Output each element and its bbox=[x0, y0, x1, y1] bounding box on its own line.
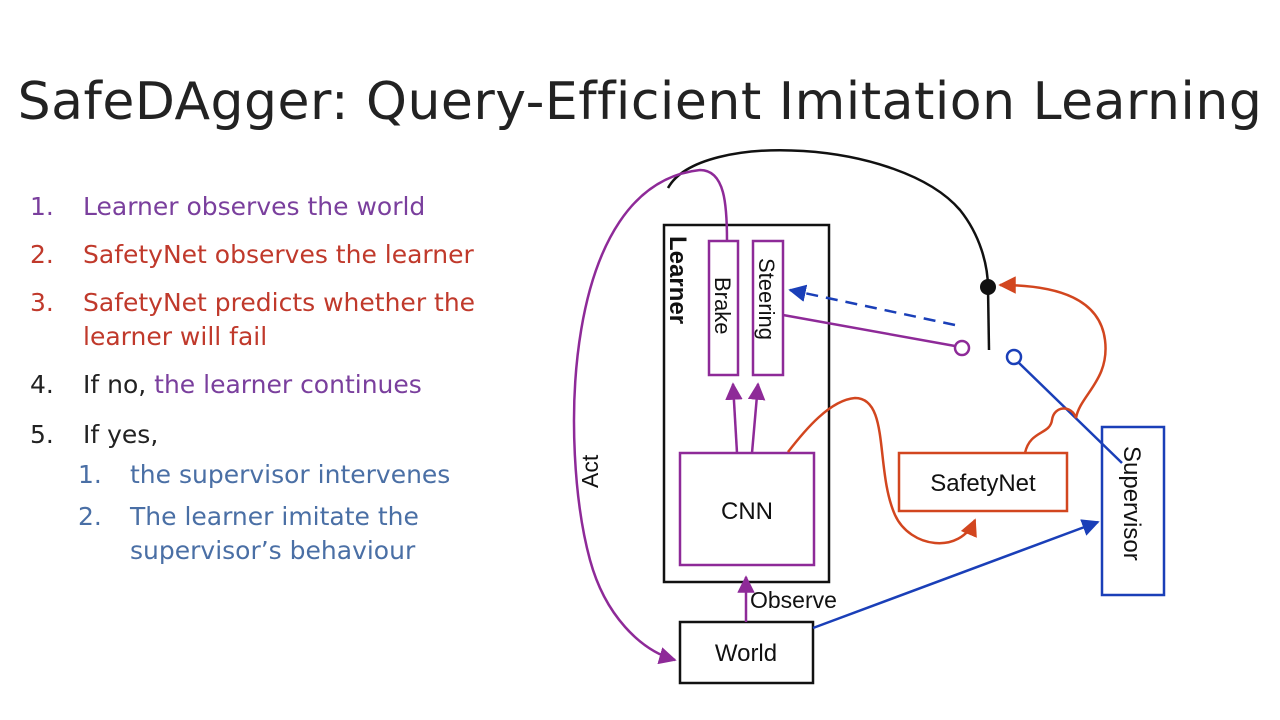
step-3-text-line1: SafetyNet predicts whether the bbox=[83, 288, 476, 317]
substep-2-text-line2: supervisor’s behaviour bbox=[130, 536, 416, 565]
step-2-text: SafetyNet observes the learner bbox=[83, 240, 474, 269]
brake-box bbox=[707, 239, 740, 377]
step-4-text: If no, the learner continues bbox=[83, 368, 422, 402]
steering-box bbox=[751, 239, 785, 377]
substep-1-text: the supervisor intervenes bbox=[130, 460, 451, 489]
supervisor-contact bbox=[1005, 348, 1023, 366]
step-3-number: 3. bbox=[30, 288, 54, 317]
imitation-dashed-arrow bbox=[788, 284, 956, 327]
world-to-supervisor-arrow bbox=[812, 519, 1100, 630]
switch-lever bbox=[986, 287, 991, 351]
supervisor-label: Supervisor bbox=[1118, 446, 1145, 561]
substep-2-text-line1: The learner imitate the bbox=[130, 502, 419, 531]
cnn-to-brake-arrow bbox=[725, 382, 743, 454]
act-label: Act bbox=[577, 454, 603, 488]
switch-pivot bbox=[980, 279, 996, 295]
world-label: World bbox=[715, 640, 777, 667]
act-loop bbox=[572, 168, 729, 665]
substep-2-number: 2. bbox=[78, 502, 102, 531]
step-4-condition: If no, bbox=[83, 370, 155, 399]
learner-output-wire bbox=[782, 313, 956, 348]
step-4-outcome: the learner continues bbox=[154, 370, 422, 399]
cnn-label: CNN bbox=[721, 498, 773, 525]
step-1-text: Learner observes the world bbox=[83, 192, 426, 221]
observe-label: Observe bbox=[750, 587, 837, 613]
step-5-text: If yes, bbox=[83, 420, 159, 449]
safetynet-box bbox=[897, 451, 1069, 513]
cnn-box bbox=[678, 451, 816, 567]
safetynet-to-switch-arrow bbox=[998, 276, 1107, 454]
cnn-to-steering-arrow bbox=[747, 382, 766, 454]
cnn-to-safetynet-arrow bbox=[787, 396, 977, 545]
supervisor-box bbox=[1100, 425, 1166, 597]
learner-label: Learner bbox=[664, 236, 691, 324]
learner-contact bbox=[953, 339, 971, 357]
step-3-text-line2: learner will fail bbox=[83, 322, 268, 351]
switch-top-wire bbox=[666, 149, 990, 289]
safetynet-label: SafetyNet bbox=[930, 470, 1036, 497]
slide-title: SafeDAgger: Query-Efficient Imitation Le… bbox=[17, 72, 1263, 132]
steering-label: Steering bbox=[754, 258, 779, 340]
supervisor-output-wire bbox=[1018, 362, 1123, 464]
step-2-number: 2. bbox=[30, 240, 54, 269]
step-5-number: 5. bbox=[30, 420, 54, 449]
step-1-number: 1. bbox=[30, 192, 54, 221]
step-4-number: 4. bbox=[30, 370, 54, 399]
substep-1-number: 1. bbox=[78, 460, 102, 489]
brake-label: Brake bbox=[710, 277, 735, 334]
